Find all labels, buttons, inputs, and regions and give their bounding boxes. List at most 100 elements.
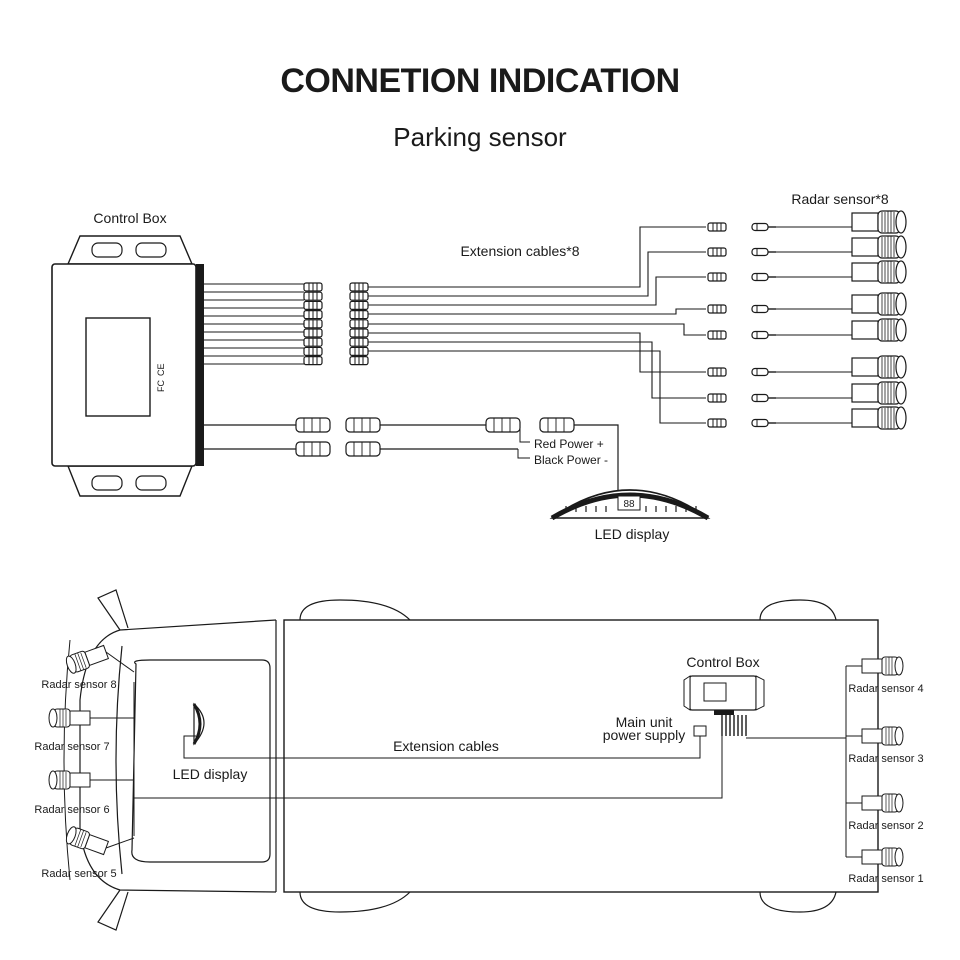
top-wiring bbox=[204, 210, 907, 496]
radar-sensor-mini bbox=[63, 825, 110, 857]
power-connector bbox=[485, 417, 521, 433]
led-display-label-bottom: LED display bbox=[173, 766, 248, 782]
box-connector bbox=[303, 356, 323, 366]
led-display-label: LED display bbox=[595, 526, 670, 542]
led-display-bottom bbox=[192, 702, 205, 746]
power-plug bbox=[693, 725, 707, 737]
radar-sensor bbox=[851, 381, 907, 405]
box-connector bbox=[303, 291, 323, 301]
radar-sensor-5-label: Radar sensor 5 bbox=[41, 868, 116, 880]
ce-icon: CE bbox=[156, 363, 166, 376]
led-digits: 88 bbox=[623, 499, 635, 510]
radar-sensor-mini bbox=[861, 726, 904, 746]
radar-sensor-3-label: Radar sensor 3 bbox=[848, 753, 923, 765]
radar-sensor bbox=[851, 210, 907, 234]
page-title: CONNETION INDICATION bbox=[280, 62, 680, 100]
ext-connector bbox=[349, 300, 369, 310]
extension-cables-label-bottom: Extension cables bbox=[393, 738, 499, 754]
radar-sensor-7-label: Radar sensor 7 bbox=[34, 741, 109, 753]
display-feed bbox=[574, 424, 619, 496]
red-power-label: Red Power + bbox=[534, 437, 604, 451]
box-connector bbox=[303, 282, 323, 292]
sensor-plug bbox=[707, 247, 727, 257]
sensor-pin bbox=[751, 222, 777, 232]
extension-cable bbox=[368, 308, 706, 315]
ext-connector bbox=[349, 319, 369, 329]
sensor-plug bbox=[707, 367, 727, 377]
sensor-pin bbox=[751, 304, 777, 314]
ext-connector bbox=[349, 356, 369, 366]
radar-sensor-mini bbox=[48, 708, 91, 728]
radar-sensor-label: Radar sensor*8 bbox=[791, 191, 888, 207]
page-subtitle: Parking sensor bbox=[393, 122, 567, 152]
box-connector bbox=[303, 300, 323, 310]
fc-icon: FC bbox=[156, 380, 166, 392]
led-extension-cable bbox=[183, 735, 701, 759]
ext-connector bbox=[349, 310, 369, 320]
black-power-label: Black Power - bbox=[534, 453, 608, 467]
box-connector bbox=[303, 310, 323, 320]
power-connector bbox=[295, 417, 331, 433]
box-connector bbox=[303, 328, 323, 338]
power-supply-label: power supply bbox=[603, 727, 686, 743]
main-unit-label: Main unit bbox=[616, 714, 673, 730]
radar-sensor-4-label: Radar sensor 4 bbox=[848, 683, 923, 695]
radar-sensor bbox=[851, 406, 907, 430]
sensor-plug bbox=[707, 222, 727, 232]
front-extension-cable bbox=[134, 736, 723, 799]
radar-sensor-mini bbox=[861, 793, 904, 813]
extension-cable bbox=[368, 332, 706, 373]
sensor-plug bbox=[707, 418, 727, 428]
radar-sensor-6-label: Radar sensor 6 bbox=[34, 804, 109, 816]
power-connector bbox=[345, 417, 381, 433]
extension-cable bbox=[368, 226, 706, 288]
control-box-bottom bbox=[683, 675, 765, 715]
ext-connector bbox=[349, 346, 369, 356]
power-connector bbox=[345, 441, 381, 457]
ext-connector bbox=[349, 282, 369, 292]
power-connector bbox=[539, 417, 575, 433]
control-box-label-bottom: Control Box bbox=[686, 654, 759, 670]
bottom-wiring bbox=[48, 643, 904, 867]
sensor-pin bbox=[751, 418, 777, 428]
extension-cable bbox=[368, 276, 706, 306]
extension-cable bbox=[368, 350, 706, 424]
box-connector bbox=[303, 337, 323, 347]
radar-sensor-mini bbox=[861, 847, 904, 867]
front-sensor-lead bbox=[105, 837, 135, 849]
radar-sensor-mini bbox=[861, 656, 904, 676]
sensor-plug bbox=[707, 393, 727, 403]
ext-connector bbox=[349, 291, 369, 301]
ext-connector bbox=[349, 337, 369, 347]
radar-sensor bbox=[851, 355, 907, 379]
power-connector bbox=[295, 441, 331, 457]
radar-sensor-2-label: Radar sensor 2 bbox=[848, 820, 923, 832]
radar-sensor-1-label: Radar sensor 1 bbox=[848, 873, 923, 885]
sensor-pin bbox=[751, 247, 777, 257]
sensor-pin bbox=[751, 393, 777, 403]
sensor-plug bbox=[707, 330, 727, 340]
radar-sensor bbox=[851, 260, 907, 284]
radar-sensor bbox=[851, 235, 907, 259]
radar-sensor-mini bbox=[63, 643, 110, 675]
control-box-label: Control Box bbox=[93, 210, 166, 226]
led-display-top: 88 bbox=[549, 489, 711, 521]
car-outline bbox=[63, 589, 879, 931]
radar-sensor-mini bbox=[48, 770, 91, 790]
radar-sensor bbox=[851, 292, 907, 316]
radar-sensor-8-label: Radar sensor 8 bbox=[41, 679, 116, 691]
ext-connector bbox=[349, 328, 369, 338]
extension-cable bbox=[368, 251, 706, 297]
extension-cable bbox=[368, 323, 706, 336]
extension-cables-label: Extension cables*8 bbox=[460, 243, 579, 259]
box-connector bbox=[303, 319, 323, 329]
red-power-wire bbox=[519, 425, 530, 443]
box-connector bbox=[303, 346, 323, 356]
radar-sensor bbox=[851, 318, 907, 342]
sensor-plug bbox=[707, 304, 727, 314]
sensor-plug bbox=[707, 272, 727, 282]
black-power-wire bbox=[517, 449, 530, 459]
control-box-top: FC CE bbox=[51, 235, 204, 497]
sensor-pin bbox=[751, 330, 777, 340]
